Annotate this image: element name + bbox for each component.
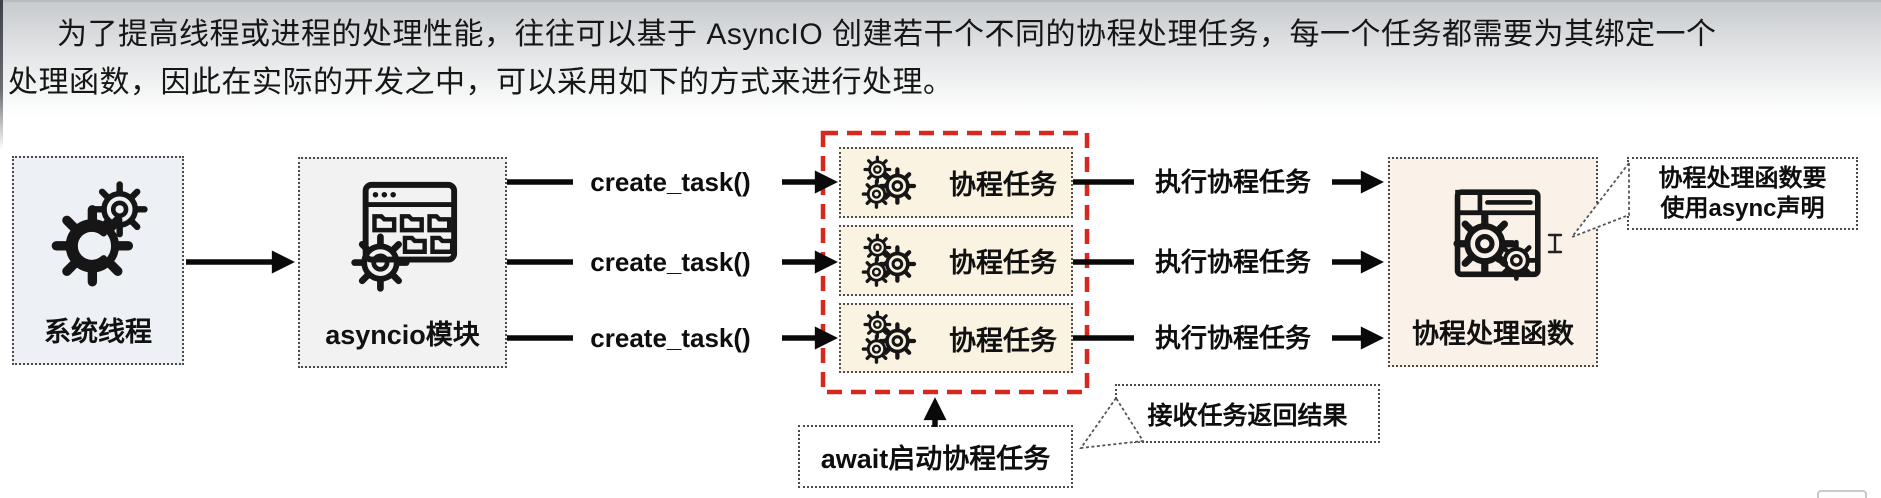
await-start-label: await启动协程任务 xyxy=(820,444,1051,474)
exec-task-label-2: 执行协程任务 xyxy=(1154,247,1311,277)
handler-function-label: 协程处理函数 xyxy=(1412,319,1574,349)
coroutine-task-label: 协程任务 xyxy=(949,170,1057,200)
create-task-label-3: create_task() xyxy=(590,323,751,353)
system-thread-label: 系统线程 xyxy=(44,317,152,347)
system-thread-box: 系统线程 xyxy=(12,156,184,365)
corner-widget xyxy=(1817,490,1867,498)
module-window-icon xyxy=(344,181,457,295)
coroutine-task-label: 协程任务 xyxy=(949,248,1057,278)
gears-icon xyxy=(40,178,156,294)
asyncio-module-box: asyncio模块 xyxy=(298,157,507,368)
async-callout-line-2: 使用async声明 xyxy=(1660,194,1825,222)
task-gears-icon xyxy=(861,233,919,287)
await-start-note: await启动协程任务 xyxy=(798,425,1073,488)
handler-function-box: 协程处理函数 xyxy=(1388,157,1598,367)
frame-top-edge xyxy=(0,0,1881,2)
receive-result-callout: 接收任务返回结果 xyxy=(1115,384,1380,443)
coroutine-task-box-3: 协程任务 xyxy=(839,303,1073,373)
receive-result-label: 接收任务返回结果 xyxy=(1147,401,1348,430)
task-gears-icon xyxy=(861,155,919,209)
coroutine-task-box-1: 协程任务 xyxy=(839,147,1073,218)
handler-window-icon xyxy=(1437,189,1541,293)
async-declaration-callout: 协程处理函数要 使用async声明 xyxy=(1627,157,1858,230)
coroutine-task-box-2: 协程任务 xyxy=(839,225,1073,296)
async-callout-line-1: 协程处理函数要 xyxy=(1658,164,1827,192)
create-task-label-1: create_task() xyxy=(590,167,751,197)
create-task-label-2: create_task() xyxy=(590,247,751,277)
paragraph-line-2: 处理函数，因此在实际的开发之中，可以采用如下的方式来进行处理。 xyxy=(8,66,954,99)
exec-task-label-1: 执行协程任务 xyxy=(1154,167,1311,197)
exec-task-label-3: 执行协程任务 xyxy=(1154,323,1311,353)
frame-left-edge xyxy=(0,0,3,150)
coroutine-task-label: 协程任务 xyxy=(949,325,1057,356)
paragraph-line-1: 为了提高线程或进程的处理性能，往往可以基于 AsyncIO 创建若干个不同的协程… xyxy=(57,18,1717,51)
task-gears-icon xyxy=(861,310,919,364)
asyncio-module-label: asyncio模块 xyxy=(325,320,480,350)
